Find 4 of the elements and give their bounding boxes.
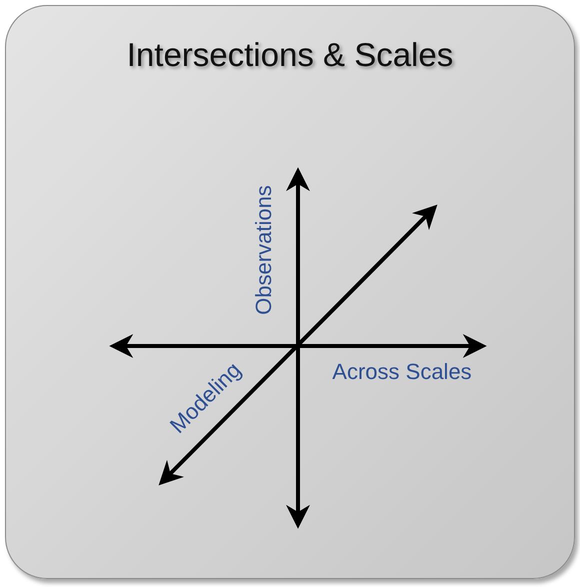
- panel-title: Intersections & Scales: [126, 36, 454, 74]
- rounded-panel: [5, 5, 575, 579]
- axis-label: Observations: [253, 185, 275, 315]
- axis-label: Across Scales: [332, 361, 472, 383]
